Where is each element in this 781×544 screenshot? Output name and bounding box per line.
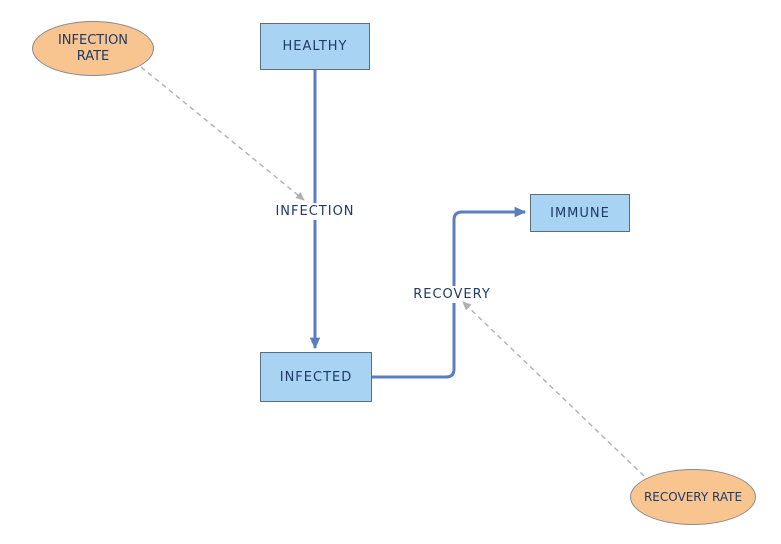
node-healthy-label: HEALTHY — [282, 39, 348, 54]
dependency-connector-recovery-rate[interactable] — [462, 301, 645, 477]
variable-recovery-rate-label: RECOVERY RATE — [643, 489, 743, 504]
node-immune[interactable]: IMMUNE — [530, 194, 630, 232]
flow-label-recovery[interactable]: RECOVERY — [399, 286, 505, 303]
variable-recovery-rate[interactable]: RECOVERY RATE — [630, 469, 756, 525]
flow-label-infection[interactable]: INFECTION — [261, 203, 369, 220]
flow-label-recovery-text: RECOVERY — [413, 287, 491, 302]
node-immune-label: IMMUNE — [550, 205, 610, 221]
variable-infection-rate-label-line1: INFECTION — [57, 32, 129, 48]
flow-label-infection-text: INFECTION — [275, 204, 355, 219]
node-infected[interactable]: INFECTED — [260, 352, 372, 402]
node-infected-label: INFECTED — [279, 369, 353, 385]
variable-infection-rate[interactable]: INFECTION RATE — [32, 21, 154, 76]
node-healthy[interactable]: HEALTHY — [260, 23, 370, 70]
variable-infection-rate-label-line2: RATE — [76, 48, 110, 64]
dependency-connector-infection-rate[interactable] — [140, 66, 305, 201]
